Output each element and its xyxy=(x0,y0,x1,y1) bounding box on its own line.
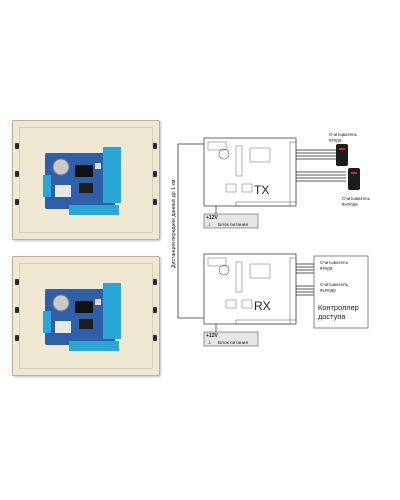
wiring-diagram: Дистанция передачи данных до 1 км TX Счи… xyxy=(171,132,371,347)
tx-board-label: TX xyxy=(254,183,269,197)
enclosure-photo-tx xyxy=(12,120,160,240)
tx-board: TX xyxy=(203,137,297,207)
rx-board: RX xyxy=(203,253,297,325)
rx-power-voltage: +12V xyxy=(206,333,218,339)
tx-power-label: Блок питания xyxy=(218,222,248,228)
reader-exit-device xyxy=(348,168,360,190)
rx-power-supply xyxy=(203,324,259,347)
enclosure-photo-rx xyxy=(12,256,160,376)
access-controller-box xyxy=(313,255,369,329)
rx-power-label: Блок питания xyxy=(218,340,248,346)
tx-power-ground: ⊥ xyxy=(207,222,211,228)
tx-power-voltage: +12V xyxy=(206,215,218,221)
controller-board-photo xyxy=(43,283,121,351)
rx-board-label: RX xyxy=(254,299,271,313)
rx-power-ground: ⊥ xyxy=(207,340,211,346)
tx-power-supply xyxy=(203,206,259,229)
controller-board-photo xyxy=(43,147,121,215)
reader-entry-device xyxy=(336,144,348,166)
distance-label: Дистанция передачи данных до 1 км xyxy=(171,179,177,268)
